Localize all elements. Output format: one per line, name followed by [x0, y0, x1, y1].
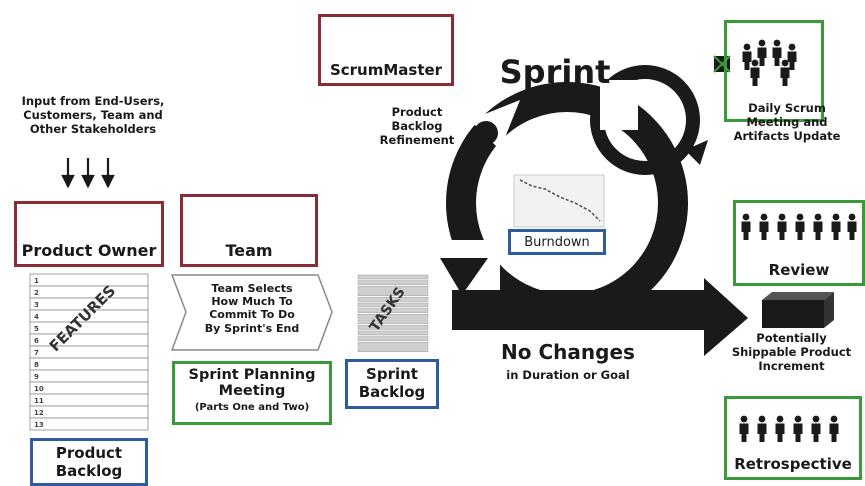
backlog-row-number: 9	[34, 373, 39, 381]
sprint-backlog-list	[357, 274, 429, 353]
sprint-duration: 1-4 Weeks	[521, 95, 589, 109]
sprint-planning-line-2: Meeting	[218, 382, 286, 399]
scrum-master-box: ScrumMaster	[318, 14, 454, 86]
refinement-text: Product Backlog Refinement	[362, 105, 472, 147]
team-selects-text: Team Selects How Much To Commit To Do By…	[186, 282, 318, 335]
stakeholder-line-2: Customers, Team and	[23, 107, 163, 122]
sprint-planning-line-3: (Parts One and Two)	[194, 401, 310, 413]
refinement-line-3: Refinement	[379, 132, 455, 147]
retrospective-box: Retrospective	[724, 396, 862, 480]
daily-scrum-line-2: Meeting and	[746, 114, 828, 129]
team-selects-chevron	[170, 274, 333, 351]
burndown-box: Burndown	[508, 229, 606, 255]
backlog-row-number: 8	[34, 361, 39, 369]
review-box: Review	[733, 200, 865, 286]
no-changes-subtitle: in Duration or Goal	[506, 368, 630, 382]
backlog-row-number: 13	[34, 421, 44, 429]
backlog-row-number: 4	[34, 313, 39, 321]
backlog-row	[29, 417, 149, 431]
team-selects-line-1: Team Selects	[211, 282, 293, 295]
task-line	[357, 285, 429, 291]
team-label: Team	[225, 241, 273, 260]
stakeholder-line-3: Other Stakeholders	[29, 121, 157, 136]
daily-scrum-text: Daily Scrum Meeting and Artifacts Update	[712, 101, 862, 143]
task-line	[357, 280, 429, 285]
product-owner-box: Product Owner	[14, 201, 164, 267]
task-line	[357, 336, 429, 341]
backlog-row-number: 12	[34, 409, 44, 417]
task-line	[357, 341, 429, 347]
increment-line-3: Increment	[758, 358, 825, 373]
scrum-master-label: ScrumMaster	[329, 61, 443, 79]
product-owner-label: Product Owner	[21, 241, 157, 260]
task-line	[357, 330, 429, 336]
retrospective-label: Retrospective	[734, 455, 852, 473]
sprint-title: Sprint	[499, 53, 611, 91]
task-line	[357, 325, 429, 330]
task-line	[357, 347, 429, 353]
sprint-backlog-line-2: Backlog	[358, 383, 426, 401]
sprint-backlog-line-1: Sprint	[366, 365, 418, 383]
backlog-row	[29, 357, 149, 371]
increment-line-2: Shippable Product	[731, 344, 852, 359]
product-backlog-line-1: Product	[55, 444, 123, 462]
team-selects-line-2: How Much To	[211, 295, 293, 309]
task-line	[357, 308, 429, 313]
increment-box-icon	[762, 292, 834, 328]
product-backlog-line-2: Backlog	[55, 462, 123, 480]
backlog-row	[29, 405, 149, 419]
backlog-row	[29, 369, 149, 383]
sprint-planning-box: Sprint Planning Meeting (Parts One and T…	[172, 361, 332, 425]
daily-scrum-label: Daily Scrum	[748, 101, 826, 115]
stakeholder-input-text: Input from End-Users, Customers, Team an…	[8, 94, 178, 136]
backlog-row	[29, 393, 149, 407]
backlog-row-number: 7	[34, 349, 39, 357]
daily-scrum-line-3: Artifacts Update	[733, 128, 841, 143]
task-line	[357, 319, 429, 325]
backlog-row	[29, 381, 149, 395]
stakeholder-line-1: Input from End-Users,	[21, 94, 165, 108]
refinement-line-2: Backlog	[391, 118, 443, 133]
no-changes-title: No Changes	[501, 340, 635, 364]
sprint-cycle-arrow	[440, 65, 748, 356]
daily-scrum-box	[724, 20, 824, 122]
increment-line-1: Potentially	[756, 331, 827, 345]
backlog-row	[29, 285, 149, 299]
task-line	[357, 313, 429, 319]
task-line	[357, 302, 429, 308]
task-line	[357, 297, 429, 302]
backlog-row-number: 6	[34, 337, 39, 345]
increment-text: Potentially Shippable Product Increment	[718, 331, 865, 373]
burndown-label: Burndown	[524, 235, 590, 250]
backlog-row-number: 3	[34, 301, 39, 309]
backlog-row-number: 10	[34, 385, 44, 393]
team-box: Team	[180, 194, 318, 267]
team-selects-line-4: By Sprint's End	[204, 321, 300, 335]
task-line	[357, 291, 429, 297]
backlog-row-number: 5	[34, 325, 39, 333]
input-arrows	[61, 158, 115, 189]
task-line	[357, 274, 429, 280]
backlog-row-number: 2	[34, 289, 39, 297]
refinement-line-1: Product	[391, 105, 443, 119]
sprint-planning-line-1: Sprint Planning	[188, 367, 316, 383]
review-label: Review	[768, 261, 830, 279]
product-backlog-box: Product Backlog	[30, 438, 148, 486]
backlog-row	[29, 345, 149, 359]
team-selects-line-3: Commit To Do	[209, 308, 295, 322]
backlog-row	[29, 273, 149, 287]
backlog-row-number: 11	[34, 397, 44, 405]
burndown-chart	[513, 174, 605, 228]
backlog-row-number: 1	[34, 277, 39, 285]
sprint-backlog-box: Sprint Backlog	[345, 359, 439, 409]
